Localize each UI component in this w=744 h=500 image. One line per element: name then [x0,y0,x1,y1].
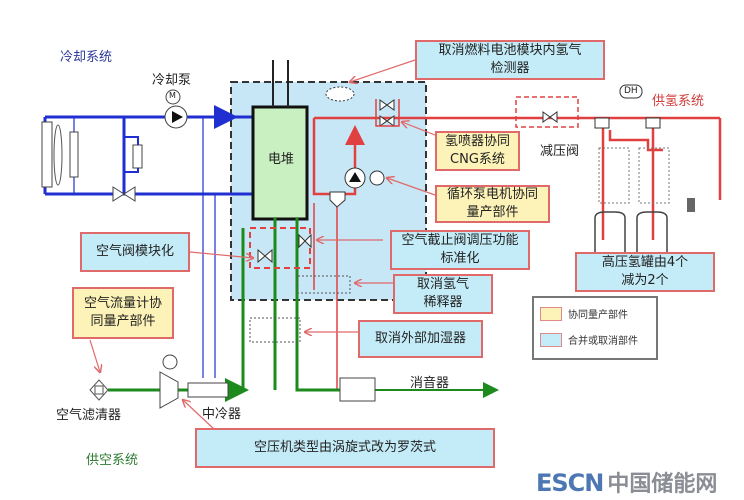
callout-text: 取消氢气 [416,277,469,293]
legend-label: 合并或取消部件 [568,336,638,347]
callout-text: 取消燃料电池模块内氢气 [438,43,582,59]
motor-icon [165,89,181,105]
air-compressor-icon [159,371,179,409]
separator-icon [329,191,346,208]
muffler-label: 消音器 [410,376,450,391]
callout-text: 空气阀模块化 [95,244,174,260]
intercooler-icon [187,382,229,398]
muffler-icon [339,377,376,402]
pressure-reducer-label: 减压阀 [540,144,580,159]
callout-text: 空气流量计协 [83,296,162,312]
heater-icon [132,144,143,169]
air-system-label: 供空系统 [86,453,139,468]
three-way-valve-icon [112,186,136,202]
callout-text: 减为2个 [621,273,669,288]
hydrogen-tank-icon [636,211,668,252]
pressure-reducer-icon [542,111,558,123]
cooling-pump-label: 冷却泵 [152,73,192,88]
callout-text: 标准化 [440,251,480,266]
callout-flowmeter: 空气流量计协 同量产部件 [72,287,174,339]
legend-swatch [540,332,562,347]
callout-text: 氢喷器协同 [444,134,510,150]
watermark-latin: ESCN [536,469,604,497]
callout-compressor: 空压机类型由涡旋式改为罗茨式 [195,428,495,468]
callout-air-valve: 空气阀模块化 [80,232,190,272]
fan-icon [53,124,63,186]
dh-label: DH [624,86,638,96]
callout-dilutor: 取消氢气 稀释器 [393,274,493,314]
intercooler-label: 中冷器 [202,407,242,422]
dh-icon [619,84,643,99]
callout-shutoff-valve: 空气截止阀调压功能 标准化 [390,230,530,270]
callout-text: 检测器 [490,61,530,76]
legend-item-cooperative: 协同量产部件 [540,306,628,321]
stack-label: 电堆 [268,152,295,167]
callout-text: 高压氢罐由4个 [601,255,689,271]
legend-label: 协同量产部件 [568,310,628,321]
hydrogen-detector-icon [325,86,355,102]
humidifier-icon [249,317,301,343]
motor-label: M [169,91,176,100]
air-filter-label: 空气滤清器 [56,408,122,423]
callout-text: 空气截止阀调压功能 [401,233,519,249]
stack [251,105,309,221]
callout-text: CNG系统 [450,152,505,167]
watermark-chinese: 中国储能网 [607,472,718,497]
air-shutoff-valve-icon [298,233,312,249]
hydrogen-tank-icon [594,211,626,252]
radiator-icon [41,121,53,188]
callout-injector: 氢喷器协同 CNG系统 [435,131,520,171]
callout-text: 循环泵电机协同 [446,187,538,203]
legend-swatch [540,306,562,321]
callout-tanks: 高压氢罐由4个 减为2个 [575,252,715,292]
callout-h2-detector: 取消燃料电池模块内氢气 检测器 [415,40,605,80]
cooling-system-label: 冷却系统 [60,50,113,65]
relief-valve-icon [687,198,695,212]
hydrogen-dilutor-icon [297,275,351,294]
callout-text: 空压机类型由涡旋式改为罗茨式 [253,440,436,456]
callout-humidifier: 取消外部加湿器 [358,320,483,358]
legend-item-merged: 合并或取消部件 [540,332,638,347]
callout-recirculation-pump: 循环泵电机协同 量产部件 [435,185,550,223]
callout-text: 量产部件 [466,205,519,220]
air-valve-icon [257,248,273,264]
motor-icon [162,354,178,370]
callout-text: 取消外部加湿器 [374,331,466,347]
callout-text: 同量产部件 [90,314,156,329]
callout-text: 稀释器 [423,295,463,310]
legend: 协同量产部件 合并或取消部件 [532,296,658,360]
hydrogen-injector-icon [379,99,395,127]
motor-icon [369,170,385,186]
hydrogen-system-label: 供氢系统 [652,94,705,109]
